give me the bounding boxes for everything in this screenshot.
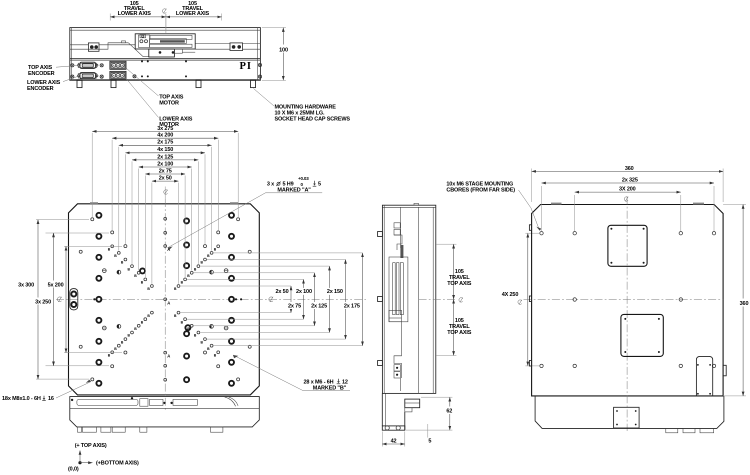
svg-text:LOWER AXIS: LOWER AXIS (27, 80, 61, 86)
svg-text:B: B (134, 274, 137, 278)
svg-text:42: 42 (391, 438, 397, 444)
svg-text:B: B (174, 287, 177, 291)
svg-text:PI: PI (240, 61, 253, 72)
svg-text:B: B (207, 254, 210, 258)
svg-text:TOP AXIS: TOP AXIS (159, 95, 184, 101)
svg-text:B: B (207, 347, 210, 351)
svg-text:B: B (127, 334, 130, 338)
svg-text:+0.03: +0.03 (298, 176, 309, 181)
svg-text:2x 175: 2x 175 (157, 140, 173, 146)
svg-text:MOTOR: MOTOR (159, 101, 179, 107)
svg-text:18x M8x1.0 - 6H: 18x M8x1.0 - 6H (2, 396, 41, 402)
svg-text:10x M6 STAGE MOUNTING: 10x M6 STAGE MOUNTING (446, 182, 513, 188)
svg-text:B: B (108, 354, 111, 358)
svg-text:TOP AXIS: TOP AXIS (28, 65, 53, 71)
svg-text:105: 105 (130, 1, 139, 7)
svg-text:TRAVEL: TRAVEL (449, 275, 470, 281)
svg-text:MARKED "B": MARKED "B" (313, 385, 347, 391)
svg-text:5: 5 (428, 438, 431, 444)
svg-text:5x 200: 5x 200 (48, 282, 64, 288)
svg-text:LOWER AXIS: LOWER AXIS (159, 116, 193, 122)
svg-text:B: B (134, 327, 137, 331)
svg-text:B: B (181, 281, 184, 285)
svg-text:2x 325: 2x 325 (622, 177, 638, 183)
svg-text:B: B (214, 354, 217, 358)
svg-text:ENCODER: ENCODER (27, 86, 54, 92)
svg-text:5 H9: 5 H9 (283, 182, 294, 188)
svg-text:A: A (167, 300, 170, 305)
svg-text:TOP AXIS: TOP AXIS (447, 330, 472, 336)
svg-text:3X 200: 3X 200 (619, 186, 636, 192)
svg-text:2x 75: 2x 75 (159, 168, 172, 174)
svg-text:3 x: 3 x (267, 182, 275, 188)
svg-text:B: B (194, 334, 197, 338)
svg-text:B: B (127, 267, 130, 271)
svg-text:3x 275: 3x 275 (157, 126, 173, 132)
svg-text:0: 0 (301, 182, 304, 187)
svg-text:B: B (114, 347, 117, 351)
svg-text:2x 75: 2x 75 (288, 303, 301, 309)
svg-text:B: B (200, 261, 203, 265)
svg-text:A: A (167, 247, 170, 252)
svg-text:2x 50: 2x 50 (275, 289, 288, 295)
svg-text:(0,0): (0,0) (68, 467, 79, 473)
svg-text:TOP AXIS: TOP AXIS (447, 281, 472, 287)
svg-text:B: B (214, 248, 217, 252)
svg-text:B: B (187, 327, 190, 331)
svg-text:(+ TOP AXIS): (+ TOP AXIS) (75, 443, 107, 449)
svg-text:B: B (121, 340, 124, 344)
svg-text:B: B (108, 248, 111, 252)
svg-text:3x 300: 3x 300 (18, 282, 34, 288)
svg-text:B: B (147, 287, 150, 291)
svg-text:B: B (147, 314, 150, 318)
svg-text:3x 250: 3x 250 (35, 299, 51, 305)
svg-text:(+BOTTOM AXIS): (+BOTTOM AXIS) (96, 461, 139, 467)
svg-text:LOWER AXIS: LOWER AXIS (176, 11, 210, 17)
svg-text:TRAVEL: TRAVEL (124, 6, 145, 12)
svg-text:105: 105 (455, 269, 464, 275)
svg-text:B: B (194, 267, 197, 271)
svg-text:B: B (187, 274, 190, 278)
svg-text:105: 105 (188, 1, 197, 7)
svg-text:2x 50: 2x 50 (159, 176, 172, 182)
svg-text:105: 105 (455, 318, 464, 324)
svg-text:62: 62 (446, 409, 452, 415)
svg-text:28 x M6 - 6H: 28 x M6 - 6H (304, 379, 334, 385)
svg-text:4x 200: 4x 200 (157, 133, 173, 139)
svg-text:B: B (141, 281, 144, 285)
svg-text:B: B (174, 314, 177, 318)
svg-text:B: B (200, 340, 203, 344)
svg-text:100: 100 (279, 48, 288, 54)
svg-text:2x 100: 2x 100 (296, 289, 312, 295)
svg-text:CBORES (FROM FAR SIDE): CBORES (FROM FAR SIDE) (446, 188, 515, 194)
svg-text:2x 125: 2x 125 (311, 303, 327, 309)
svg-text:2x 175: 2x 175 (344, 303, 360, 309)
svg-text:MARKED "A": MARKED "A" (277, 188, 311, 194)
svg-text:4x 150: 4x 150 (157, 147, 173, 153)
svg-text:16: 16 (48, 396, 54, 402)
svg-text:2x 150: 2x 150 (327, 289, 343, 295)
svg-text:360: 360 (625, 166, 634, 172)
svg-text:ENCODER: ENCODER (28, 71, 55, 77)
svg-text:360: 360 (740, 301, 749, 307)
svg-text:TRAVEL: TRAVEL (182, 6, 203, 12)
svg-text:LOWER AXIS: LOWER AXIS (118, 11, 152, 17)
svg-text:B: B (181, 320, 184, 324)
svg-text:B: B (121, 261, 124, 265)
svg-text:5: 5 (318, 182, 321, 188)
svg-text:12: 12 (342, 379, 348, 385)
svg-text:TRAVEL: TRAVEL (449, 324, 470, 330)
svg-text:4X 250: 4X 250 (502, 292, 519, 298)
svg-text:B: B (114, 254, 117, 258)
svg-text:SOCKET HEAD CAP SCREWS: SOCKET HEAD CAP SCREWS (275, 116, 351, 122)
svg-text:2x 125: 2x 125 (157, 154, 173, 160)
svg-text:A: A (167, 354, 170, 359)
svg-text:2x 100: 2x 100 (157, 161, 173, 167)
svg-text:MOTOR: MOTOR (159, 122, 179, 128)
svg-text:B: B (141, 320, 144, 324)
svg-text:10 X M6 x 25MM LG.: 10 X M6 x 25MM LG. (275, 110, 325, 116)
svg-text:MOUNTING HARDWARE: MOUNTING HARDWARE (275, 104, 337, 110)
